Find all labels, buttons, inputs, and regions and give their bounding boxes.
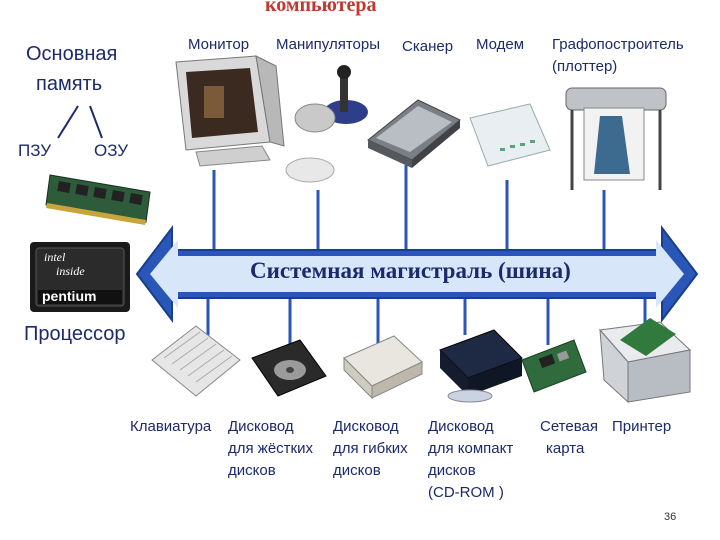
manipulators-icon [286,65,368,182]
hdd-label-line2: для жёстких [228,438,313,460]
cdrom-label-line1: Дисковод [428,416,494,438]
cpu-badge-line3: pentium [42,288,96,304]
manipulators-label: Манипуляторы [276,34,380,56]
bottom-band [0,512,720,540]
bottom-connectors [208,298,645,345]
cdrom-label-line3: дисков [428,460,476,482]
memory-rom-line [58,106,78,138]
scanner-label: Сканер [402,36,453,58]
rom-label: ПЗУ [18,140,51,162]
hdd-label-line3: дисков [228,460,276,482]
top-connectors [214,165,604,250]
monitor-icon [176,56,284,166]
fdd-label-line1: Дисковод [333,416,399,438]
main-memory-label-line1: Основная [26,40,117,68]
system-bus-label: Системная магистраль (шина) [250,258,571,284]
modem-label: Модем [476,34,524,56]
plotter-label-line2: (плоттер) [552,56,617,78]
plotter-label-line1: Графопостроитель [552,34,684,56]
keyboard-icon [152,326,240,396]
floppy-drive-icon [344,336,422,398]
netcard-label-line2: карта [546,438,584,460]
memory-ram-line [90,106,102,138]
hdd-label-line1: Дисковод [228,416,294,438]
ram-module-icon [46,175,150,225]
right-edge-band [706,0,720,512]
hard-drive-icon [252,340,326,396]
cpu-badge-line1: intel [44,250,65,265]
fdd-label-line2: для гибких [333,438,408,460]
scanner-icon [368,100,460,168]
cdrom-label-line4: (CD-ROM ) [428,482,504,504]
printer-icon [600,318,690,402]
fdd-label-line3: дисков [333,460,381,482]
main-memory-label-line2: память [36,70,102,98]
processor-label: Процессор [24,320,125,348]
netcard-label-line1: Сетевая [540,416,598,438]
network-card-icon [522,340,586,392]
ram-label: ОЗУ [94,140,128,162]
page-number: 36 [664,511,676,523]
cdrom-label-line2: для компакт [428,438,513,460]
cdrom-drive-icon [440,330,522,402]
cpu-badge-line2: inside [56,264,85,279]
printer-label: Принтер [612,416,671,438]
modem-icon [470,104,550,166]
plotter-icon [566,88,666,190]
keyboard-label: Клавиатура [130,416,211,438]
monitor-label: Монитор [188,34,249,56]
